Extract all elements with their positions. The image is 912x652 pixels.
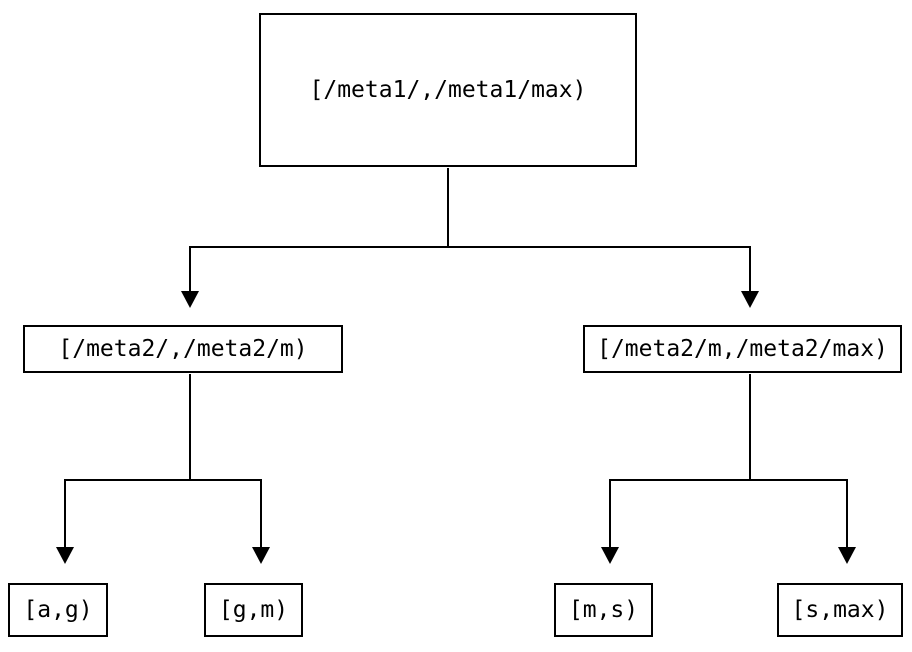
arrowhead-leaf-gm-icon — [252, 547, 270, 564]
edge-arrowheads — [56, 291, 856, 564]
node-root-label: [/meta1/,/meta1/max) — [309, 76, 587, 103]
node-meta2-low-label: [/meta2/,/meta2/m) — [58, 335, 308, 362]
node-leaf-gm: [g,m) — [204, 583, 303, 637]
arrowhead-leaf-ms-icon — [601, 547, 619, 564]
arrowhead-level1-left-icon — [181, 291, 199, 308]
arrowhead-leaf-smax-icon — [838, 547, 856, 564]
node-meta2-low: [/meta2/,/meta2/m) — [23, 325, 343, 373]
node-meta2-high-label: [/meta2/m,/meta2/max) — [597, 335, 888, 362]
node-leaf-smax: [s,max) — [777, 583, 903, 637]
node-leaf-ms: [m,s) — [554, 583, 653, 637]
node-leaf-smax-label: [s,max) — [791, 596, 889, 623]
arrowhead-leaf-ag-icon — [56, 547, 74, 564]
edge-lines — [64, 168, 848, 548]
node-leaf-gm-label: [g,m) — [218, 596, 289, 623]
node-leaf-ag: [a,g) — [8, 583, 108, 637]
node-leaf-ms-label: [m,s) — [568, 596, 639, 623]
node-leaf-ag-label: [a,g) — [23, 596, 93, 623]
arrowhead-level1-right-icon — [741, 291, 759, 308]
node-meta2-high: [/meta2/m,/meta2/max) — [583, 325, 902, 373]
node-root: [/meta1/,/meta1/max) — [259, 13, 637, 167]
